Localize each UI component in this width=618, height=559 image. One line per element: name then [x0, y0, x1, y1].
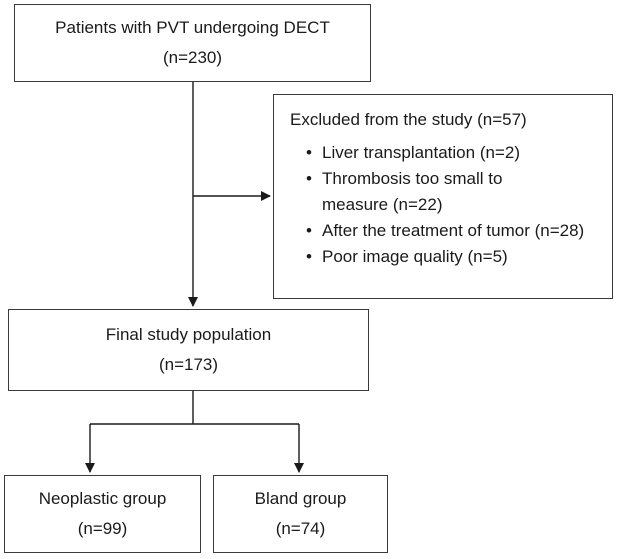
excluded-item: • Thrombosis too small to measure (n=22): [306, 166, 584, 218]
box-final-study-population: Final study population (n=173): [8, 309, 369, 391]
box-patients-title: Patients with PVT undergoing DECT: [55, 18, 330, 37]
excluded-item-text: Poor image quality (n=5): [322, 247, 508, 266]
bullet-icon: •: [306, 221, 312, 240]
box-patients-with-pvt: Patients with PVT undergoing DECT (n=230…: [14, 4, 371, 82]
excluded-item-text-line2: measure (n=22): [322, 195, 443, 214]
box-bland-count: (n=74): [275, 519, 326, 538]
excluded-item: • Poor image quality (n=5): [306, 244, 584, 270]
box-final-count: (n=173): [158, 355, 219, 374]
bullet-icon: •: [306, 169, 312, 188]
bullet-icon: •: [306, 143, 312, 162]
box-neoplastic-group: Neoplastic group (n=99): [4, 475, 201, 553]
box-bland-title: Bland group: [254, 489, 347, 508]
box-patients-count: (n=230): [162, 48, 223, 67]
excluded-item-text: After the treatment of tumor (n=28): [322, 221, 585, 240]
excluded-item: • After the treatment of tumor (n=28): [306, 218, 584, 244]
box-neoplastic-count: (n=99): [77, 519, 128, 538]
box-final-title: Final study population: [105, 325, 272, 344]
excluded-item: • Liver transplantation (n=2): [306, 140, 584, 166]
box-excluded-title: Excluded from the study (n=57): [290, 110, 527, 129]
box-excluded: Excluded from the study (n=57) • Liver t…: [273, 94, 613, 299]
box-bland-group: Bland group (n=74): [213, 475, 388, 553]
box-neoplastic-title: Neoplastic group: [38, 489, 167, 508]
excluded-item-text: Liver transplantation (n=2): [322, 143, 520, 162]
excluded-item-text-line1: Thrombosis too small to: [322, 169, 503, 188]
bullet-icon: •: [306, 247, 312, 266]
excluded-list: • Liver transplantation (n=2) • Thrombos…: [306, 140, 584, 270]
